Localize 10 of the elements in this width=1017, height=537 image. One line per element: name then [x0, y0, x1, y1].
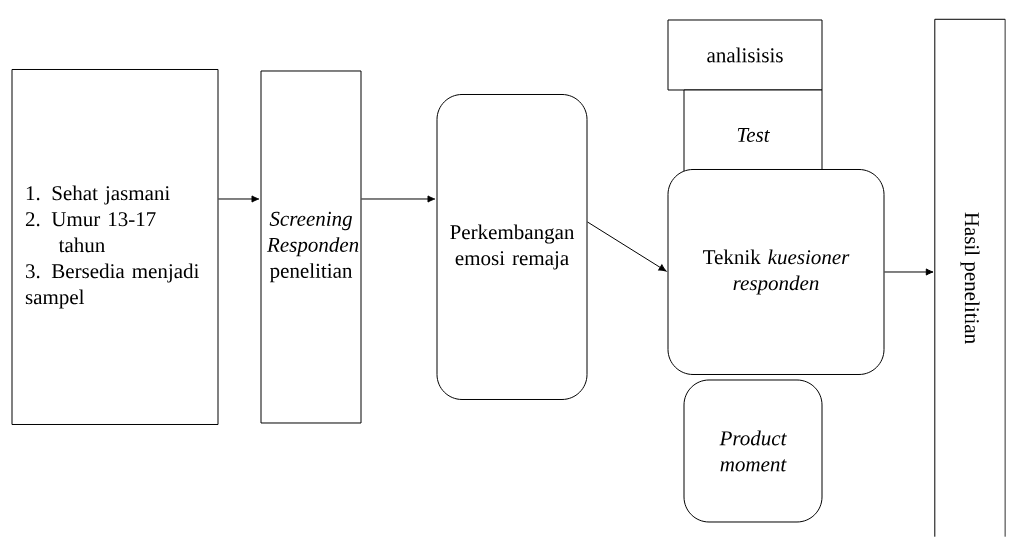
rounded-box: Product moment [683, 379, 823, 523]
arrow [884, 268, 934, 276]
arrow [587, 221, 667, 272]
arrow [361, 195, 436, 203]
arrow [218, 195, 260, 203]
result-box: Hasil penelitian [934, 18, 1006, 537]
process-box: analisisis [667, 19, 823, 91]
process-box: Screening Responden penelitian [260, 70, 362, 424]
rounded-box: Perkembangan emosi remaja [436, 94, 588, 400]
process-box: 1. Sehat jasmani 2. Umur 13-17 tahun 3. Bersedia menjadi sampel [11, 69, 219, 425]
